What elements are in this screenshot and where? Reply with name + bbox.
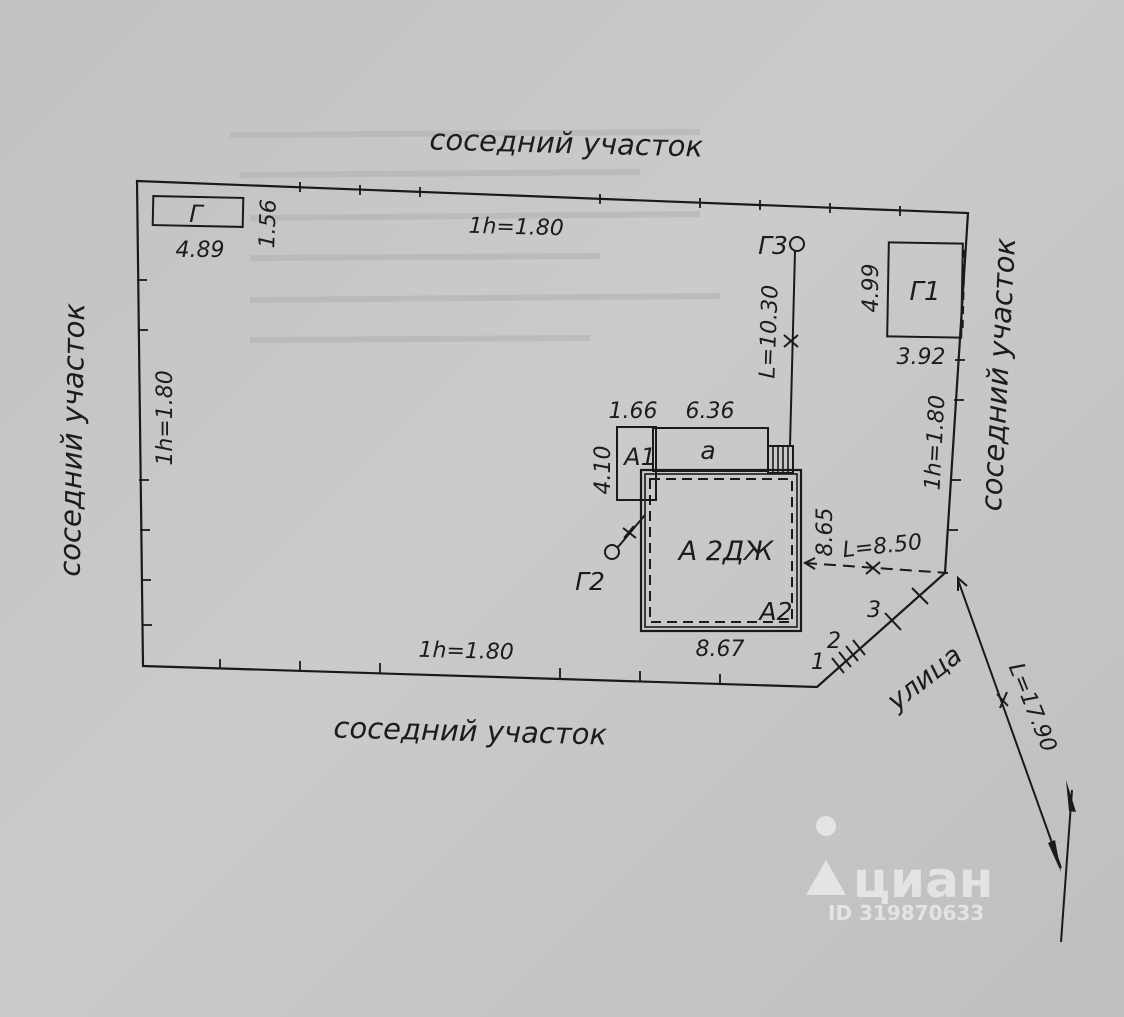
house-a2-label: А2 (757, 597, 792, 626)
g2-line-tick (622, 525, 637, 539)
g3-line-tick (783, 334, 799, 348)
line-to-street-arrow (802, 557, 816, 570)
street-mark-3: 3 (867, 598, 881, 623)
fence-top-label: 1h=1.80 (468, 214, 564, 241)
garage-g-outline (151, 195, 245, 228)
g3-label: Г3 (758, 231, 788, 260)
house-dim-right: 8.65 (813, 508, 838, 557)
street-line-arrow-top (957, 575, 968, 591)
g2-pole-circle (604, 544, 620, 560)
fence-left-label: 1h=1.80 (153, 370, 178, 465)
street-label: улица (881, 640, 968, 718)
watermark-brand: циан (853, 851, 993, 909)
dim-a1-top: 1.66 (609, 399, 658, 424)
g3-line-label: L=10.30 (755, 285, 783, 379)
garage-g-label: Г (189, 200, 205, 228)
line-to-street-label: L=8.50 (841, 530, 923, 563)
fence-bottom-label: 1h=1.80 (418, 638, 514, 665)
house-dim-bottom: 8.67 (696, 637, 745, 662)
street-edge-ticks (831, 587, 929, 674)
line-to-street (804, 562, 949, 574)
neighbor-label-left: соседний участок (53, 302, 92, 577)
dim-a-top: 6.36 (686, 399, 735, 424)
annex-a-label: а (700, 436, 715, 465)
watermark-id: ID 319870633 (828, 901, 984, 925)
garage-g: Г (151, 195, 245, 228)
dim-a1-side: 4.10 (591, 446, 616, 495)
g2-line (617, 514, 646, 548)
neighbor-label-bottom: соседний участок (333, 710, 608, 751)
porch-steps (767, 445, 794, 474)
g3-pole-circle (789, 236, 805, 252)
neighbor-label-top: соседний участок (429, 122, 704, 163)
street-line-arrow-bottom (1048, 840, 1061, 872)
fence-ticks (137, 182, 965, 684)
garage-g-width: 4.89 (176, 238, 225, 263)
north-arrow-head (1066, 780, 1076, 812)
house-main-inner (644, 473, 798, 628)
annex-a1-outline (616, 426, 657, 501)
garage-g-depth: 1.56 (255, 199, 282, 249)
street-mark-2: 2 (827, 629, 841, 654)
garage-g1-width: 3.92 (897, 345, 946, 370)
house-main-dashed (649, 478, 793, 623)
garage-g1-outline (886, 241, 964, 339)
north-arrow-shaft (1060, 789, 1073, 943)
line-to-street-tick (865, 561, 881, 575)
annex-a1-label: А1 (622, 443, 656, 471)
neighbor-label-right: соседний участок (974, 237, 1022, 512)
street-line-label: L=17.90 (1003, 659, 1061, 755)
garage-g1-label: Г1 (909, 277, 940, 307)
watermark-pin-icon (806, 816, 846, 895)
house-main-label: А 2ДЖ (677, 536, 774, 567)
house-main-outline (639, 468, 803, 633)
garage-g1-depth: 4.99 (859, 264, 884, 313)
g2-label: Г2 (575, 567, 605, 596)
fence-right-label: 1h=1.80 (921, 394, 951, 491)
g3-line (789, 250, 796, 447)
show-through-lines (229, 129, 721, 343)
street-line (957, 579, 1062, 869)
street-mark-1: 1 (811, 650, 825, 675)
street-line-tick (996, 691, 1009, 709)
watermark: циан ID 319870633 (806, 816, 993, 925)
